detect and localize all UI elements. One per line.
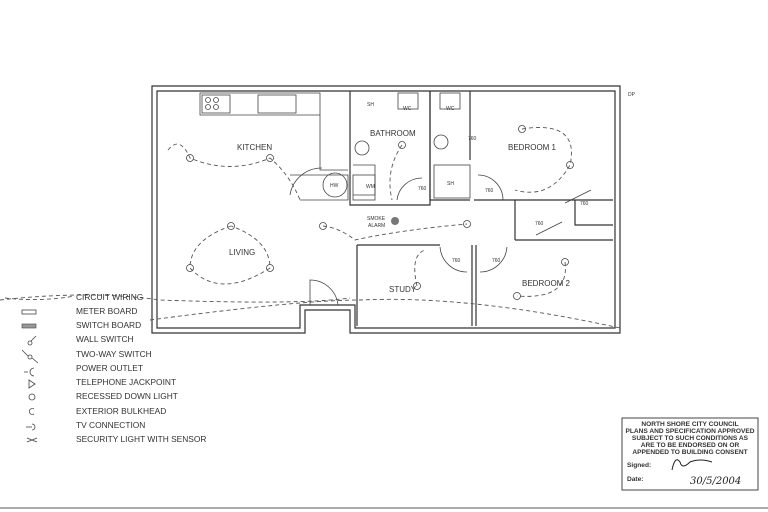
- legend-label: EXTERIOR BULKHEAD: [76, 406, 166, 416]
- legend-label: RECESSED DOWN LIGHT: [76, 391, 178, 401]
- legend-label: POWER OUTLET: [76, 363, 143, 373]
- fixture-wc-2: WC: [446, 106, 455, 112]
- room-label-kitchen: KITCHEN: [237, 143, 272, 152]
- legend-label: CIRCUIT WIRING: [76, 292, 143, 302]
- circuit-wiring: [0, 127, 621, 329]
- interior-walls: [199, 91, 613, 326]
- stamp-date-value: 30/5/2004: [690, 476, 741, 487]
- door-width-label: 760: [452, 258, 461, 264]
- fixture-sh: SH: [367, 102, 374, 108]
- telephone-jackpoint-icon: [28, 379, 36, 389]
- security-light-icon: [26, 437, 38, 443]
- door-width-label: 760: [468, 136, 477, 142]
- legend-label: TV CONNECTION: [76, 420, 145, 430]
- exterior-bulkhead-icon: [29, 408, 35, 415]
- door-width-label: 760: [418, 186, 427, 192]
- doors: [289, 167, 592, 306]
- legend-label: METER BOARD: [76, 306, 137, 316]
- door-width-label: 760: [485, 188, 494, 194]
- legend-label: WALL SWITCH: [76, 334, 134, 344]
- fixture-sh-2: SH: [447, 181, 454, 187]
- signature: [671, 459, 713, 471]
- stamp-line: ARE TO BE ENDORSED ON OR: [641, 442, 740, 449]
- meter-board-icon: [21, 309, 37, 315]
- legend-label: SECURITY LIGHT WITH SENSOR: [76, 434, 206, 444]
- stamp-line: APPENDED TO BUILDING CONSENT: [632, 449, 747, 456]
- recessed-down-light-icon: [28, 393, 36, 401]
- room-label-living: LIVING: [229, 248, 255, 257]
- fixture-wm: WM: [366, 184, 375, 190]
- room-label-study: STUDY: [389, 285, 417, 294]
- dp-marker: DP: [628, 92, 636, 98]
- stamp-line: PLANS AND SPECIFICATION APPROVED: [625, 428, 754, 435]
- two-way-switch-icon: [21, 349, 39, 364]
- hot-water-cylinder: [322, 172, 348, 198]
- room-label-bedroom2: BEDROOM 2: [522, 279, 571, 288]
- stamp-date-label: Date:: [627, 476, 644, 483]
- legend: CIRCUIT WIRING METER BOARD SWITCH BOARD …: [4, 292, 206, 444]
- stamp-line: NORTH SHORE CITY COUNCIL: [641, 421, 738, 428]
- smoke-alarm-label-2: ALARM: [368, 223, 385, 229]
- legend-label: TWO-WAY SWITCH: [76, 349, 152, 359]
- door-width-label: 760: [492, 258, 501, 264]
- door-width-label: 760: [580, 201, 589, 207]
- smoke-alarm-label: SMOKE: [367, 216, 386, 222]
- exterior-walls: [151, 85, 621, 334]
- power-outlet-icon: [24, 367, 35, 377]
- smoke-alarm-icon: [391, 217, 399, 225]
- switch-board-icon: [21, 323, 37, 329]
- legend-label: TELEPHONE JACKPOINT: [76, 377, 176, 387]
- tv-connection-icon: [26, 423, 36, 431]
- fixture-wc: WC: [403, 106, 412, 112]
- stamp-signed-label: Signed:: [627, 462, 651, 469]
- fixtures: [201, 92, 471, 225]
- room-label-bedroom1: BEDROOM 1: [508, 143, 557, 152]
- council-approval-stamp: NORTH SHORE CITY COUNCIL PLANS AND SPECI…: [621, 417, 759, 491]
- fixture-hw: HW: [330, 183, 339, 189]
- door-width-label: 760: [535, 221, 544, 227]
- legend-label: SWITCH BOARD: [76, 320, 141, 330]
- room-label-bathroom: BATHROOM: [370, 129, 416, 138]
- stamp-line: SUBJECT TO SUCH CONDITIONS AS: [632, 435, 749, 442]
- wall-switch-icon: [27, 335, 37, 346]
- circuit-wiring-icon: [4, 295, 76, 301]
